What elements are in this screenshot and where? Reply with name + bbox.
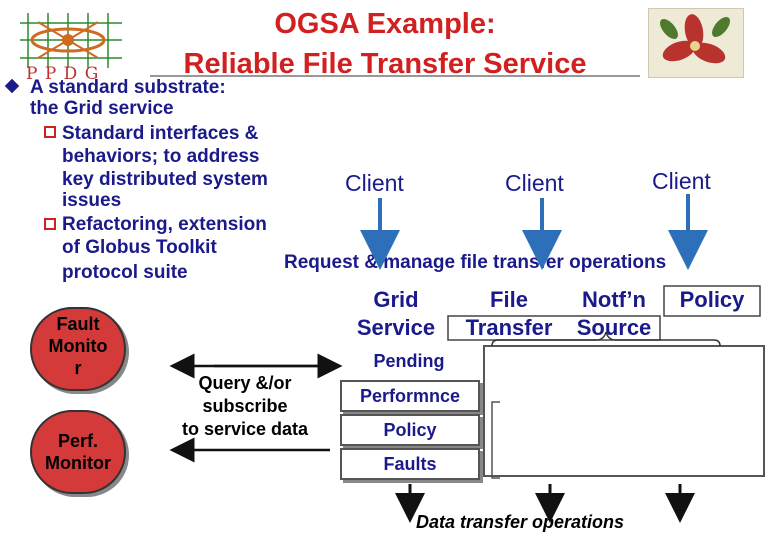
- client-label-2: Client: [505, 170, 564, 196]
- interface-notf-line-2: Source: [576, 315, 652, 340]
- fault-monitor-line-3: r: [74, 358, 82, 378]
- interfaces-label: interfaces: [564, 361, 645, 380]
- sub-bullet-1-line-3: key distributed system: [62, 169, 268, 190]
- fault-monitor-line-2: Monito: [48, 336, 108, 356]
- sub-bullet-1-line-1: Standard interfaces &: [62, 123, 259, 144]
- perf-monitor-line-2: Monitor: [45, 453, 111, 473]
- sub-bullet-marker-1: [44, 126, 56, 138]
- interface-grid-service: Grid Service: [340, 286, 452, 342]
- interface-notf-line-1: Notf’n: [582, 287, 646, 312]
- sub-bullet-2-line-3: protocol suite: [62, 262, 188, 283]
- sde-policy: Policy: [340, 414, 480, 446]
- interface-grid-line-1: Grid: [373, 287, 419, 312]
- interface-file-line-1: File: [490, 287, 528, 312]
- data-transfer-label: Data transfer operations: [416, 512, 625, 532]
- client-label-1: Client: [345, 170, 404, 196]
- interface-policy: Policy: [679, 287, 745, 312]
- sub-bullet-2-line-2: of Globus Toolkit: [62, 237, 217, 258]
- sde-label: service data elements: [508, 405, 577, 468]
- interface-notf-source: Notf’n Source: [566, 286, 662, 342]
- sub-bullet-1-line-2: behaviors; to address: [62, 146, 260, 167]
- sde-bracket: [491, 401, 500, 479]
- query-line-1: Query &/or: [198, 373, 292, 393]
- sde-faults: Faults: [340, 448, 480, 480]
- ppdg-logo-graphic: [20, 13, 122, 68]
- sde-performance: Performnce: [340, 380, 480, 412]
- flower-image: [648, 8, 744, 78]
- bullet-main-line-2: the Grid service: [30, 98, 174, 119]
- internal-state-line-2: State: [628, 436, 696, 466]
- fault-monitor: Fault Monito r: [30, 307, 126, 391]
- client-label-3: Client: [652, 168, 711, 194]
- perf-monitor-line-1: Perf.: [57, 431, 99, 451]
- sub-bullet-marker-2: [44, 218, 56, 230]
- slide-title: OGSA Example: Reliable File Transfer Ser…: [150, 8, 620, 80]
- interface-file-line-2: Transfer: [465, 315, 553, 340]
- query-label: Query &/or subscribe to service data: [160, 372, 330, 441]
- interface-file-transfer: File Transfer: [450, 286, 568, 342]
- request-label: Request & manage file transfer operation…: [284, 252, 667, 273]
- sde-label-line-1: service: [508, 407, 564, 424]
- sde-label-line-3: elements: [508, 449, 578, 466]
- query-line-2: subscribe: [202, 396, 288, 416]
- sub-bullet-2-line-1: Refactoring, extension: [62, 214, 267, 235]
- query-line-3: to service data: [181, 419, 309, 439]
- ppdg-logo: P P D G: [18, 8, 130, 84]
- fault-monitor-line-1: Fault: [56, 314, 100, 334]
- bullet-main-line-1: A standard substrate:: [30, 77, 226, 98]
- perf-monitor: Perf. Monitor: [30, 410, 126, 494]
- sde-label-line-2: data: [508, 428, 541, 445]
- title-line-2: Reliable File Transfer Service: [183, 48, 587, 80]
- internal-state-label: Internal State: [592, 400, 732, 468]
- logo-text: P P D G: [26, 64, 100, 84]
- sde-pending: Pending: [373, 351, 445, 371]
- sub-bullet-1-line-4: issues: [62, 190, 122, 211]
- interface-grid-line-2: Service: [356, 315, 436, 340]
- title-line-1: OGSA Example:: [274, 8, 496, 40]
- internal-state-line-1: Internal: [613, 402, 711, 432]
